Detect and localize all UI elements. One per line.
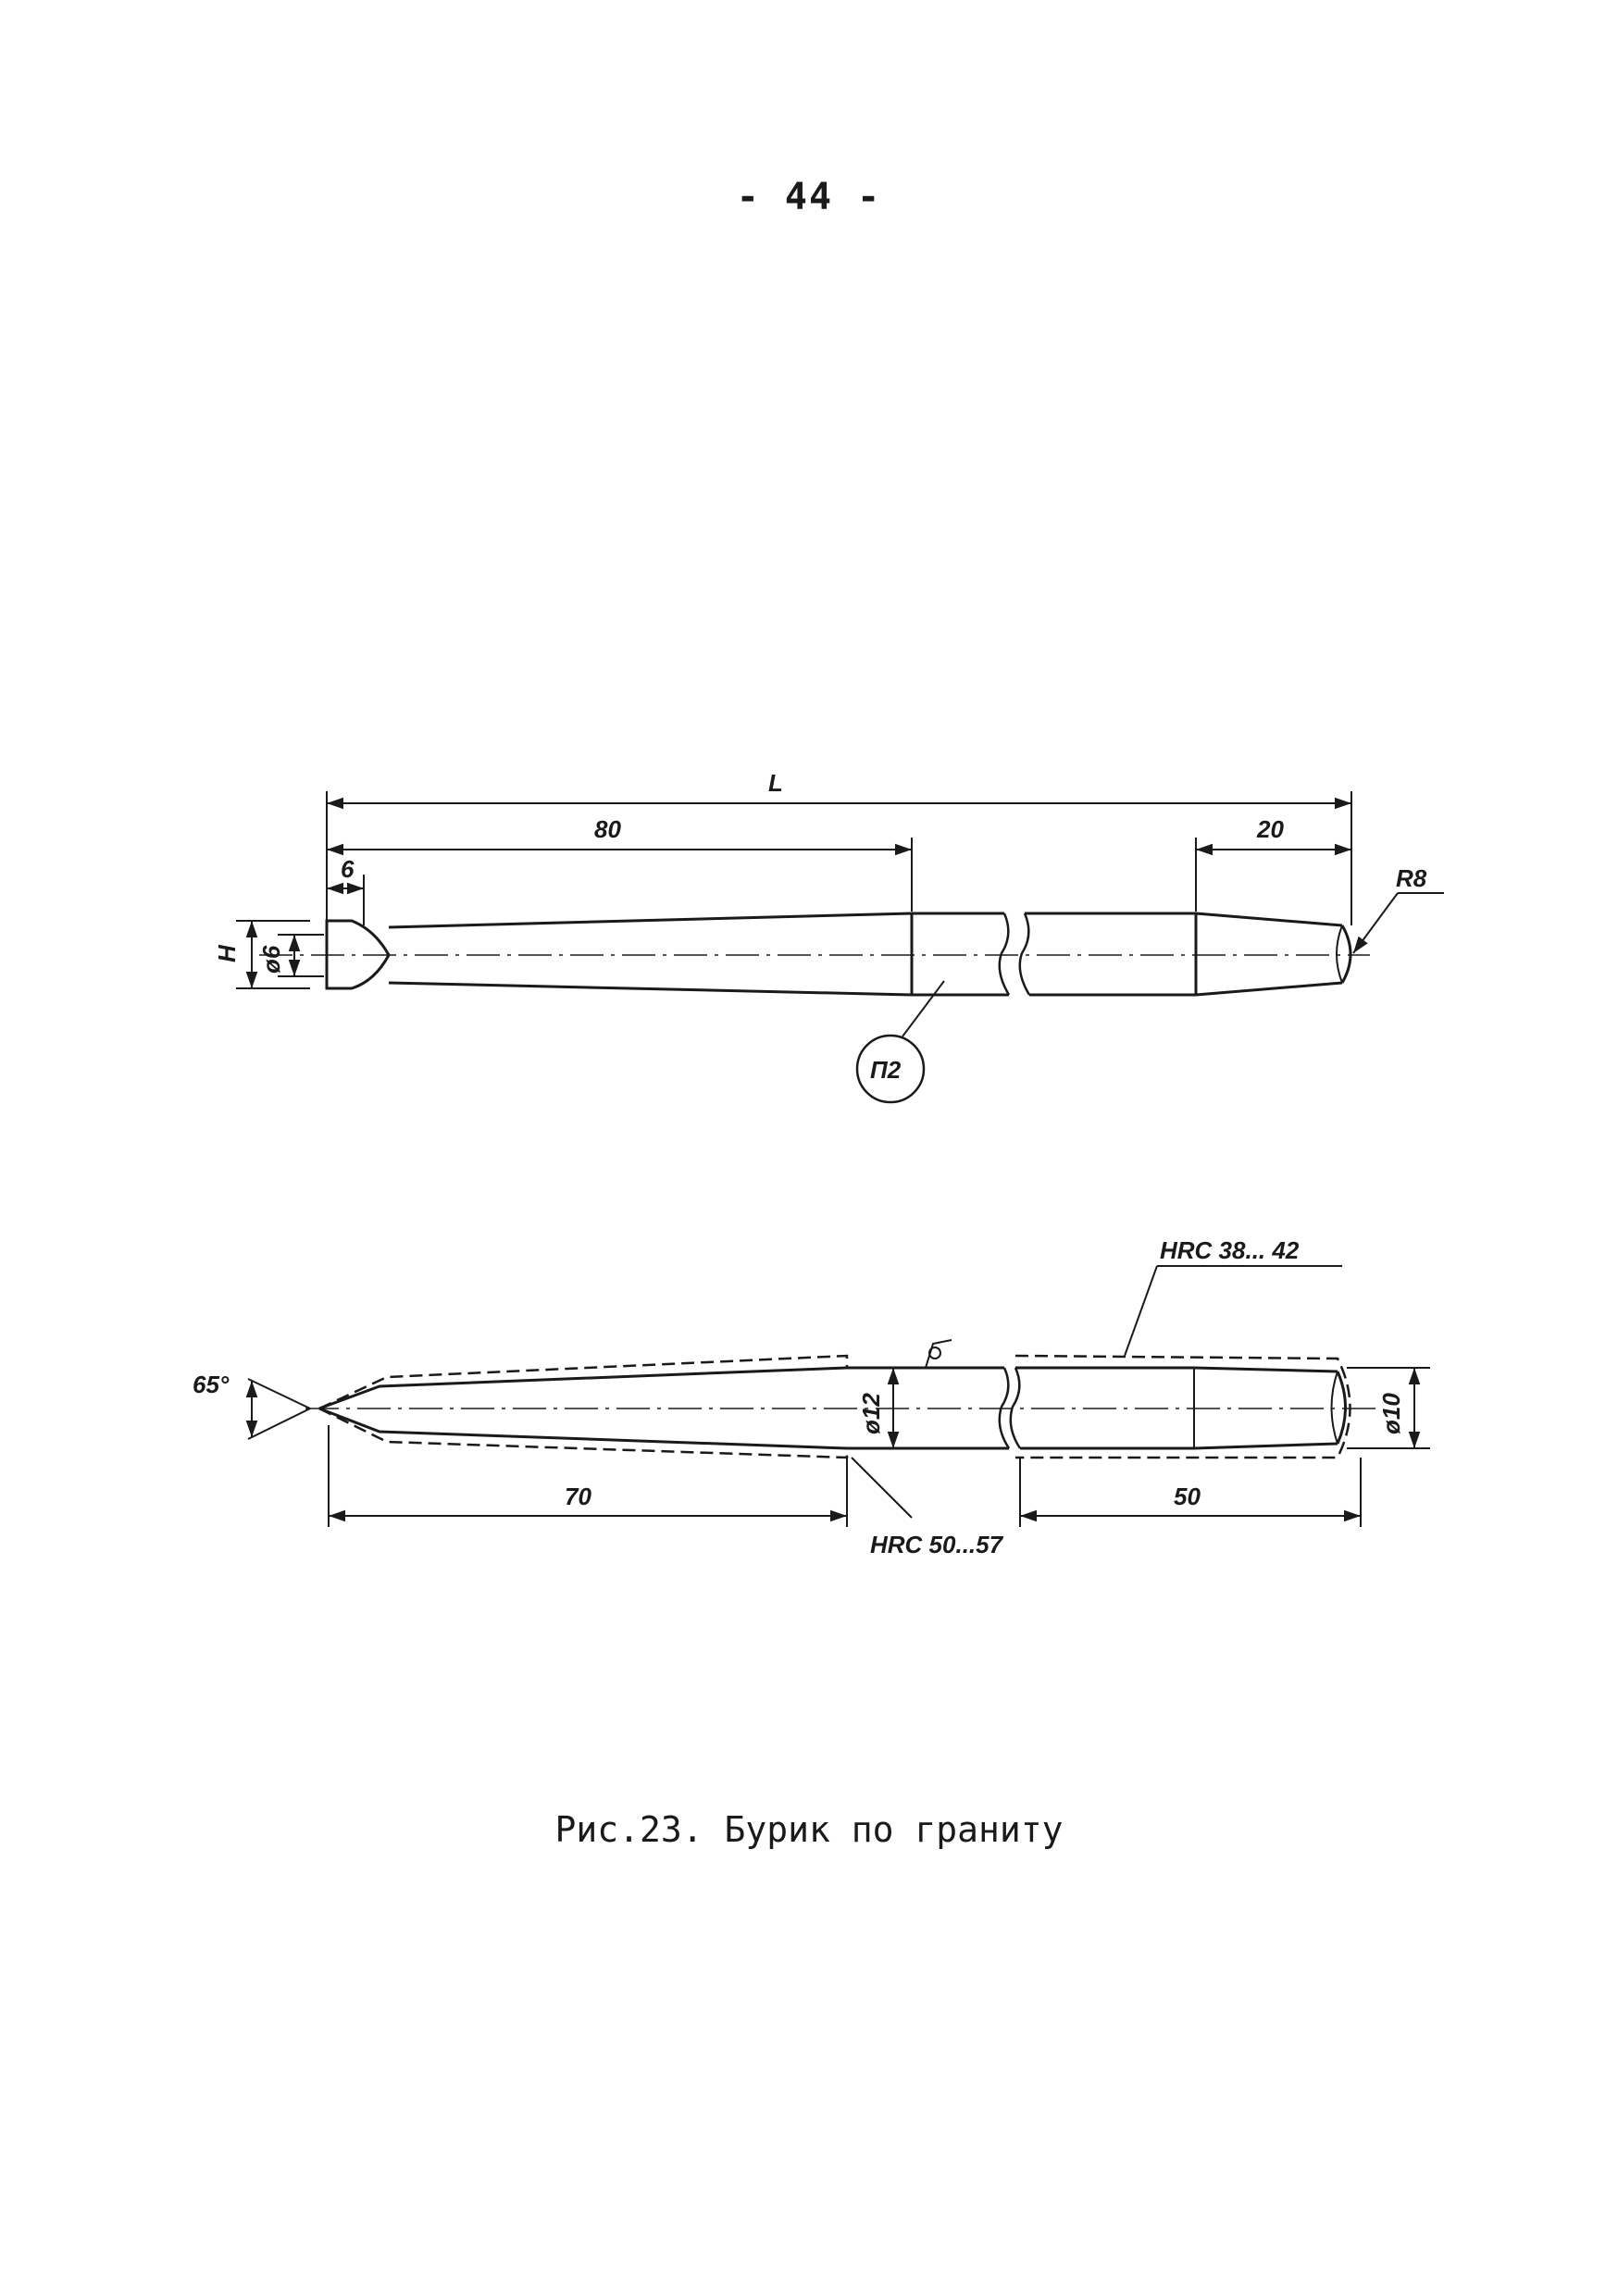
callout-label: П2 (870, 1056, 902, 1084)
dim-overall-label: L (768, 769, 783, 797)
dim-80-label: 80 (594, 815, 621, 843)
hardness-upper-label: HRC 38... 42 (1160, 1236, 1300, 1264)
hardness-lower-label: HRC 50...57 (870, 1531, 1004, 1558)
dim-r8-label: R8 (1396, 864, 1427, 892)
figure-caption: Рис.23. Бурик по граниту (554, 1809, 1064, 1850)
bottom-drawing-drill (245, 1265, 1430, 1527)
dim-dia12-label: ø12 (857, 1393, 885, 1434)
angle-label: 65° (193, 1371, 230, 1398)
top-drawing-chisel (236, 791, 1444, 1104)
dim-20-label: 20 (1256, 815, 1284, 843)
dim-h-label: H (213, 944, 241, 962)
bottom-drawing-labels: 65° ø12 ø10 70 50 HRC 38... 42 HRC 50...… (193, 1236, 1405, 1558)
dim-dia6-label: ø6 (257, 945, 285, 974)
dim-50-label: 50 (1174, 1483, 1201, 1510)
dim-70-label: 70 (565, 1483, 591, 1510)
page-number: - 44 - (736, 176, 882, 218)
top-drawing-labels: L 80 20 6 H ø6 R8 П2 (213, 769, 1427, 1084)
dim-6-label: 6 (341, 855, 355, 883)
dim-dia10-label: ø10 (1377, 1393, 1405, 1434)
